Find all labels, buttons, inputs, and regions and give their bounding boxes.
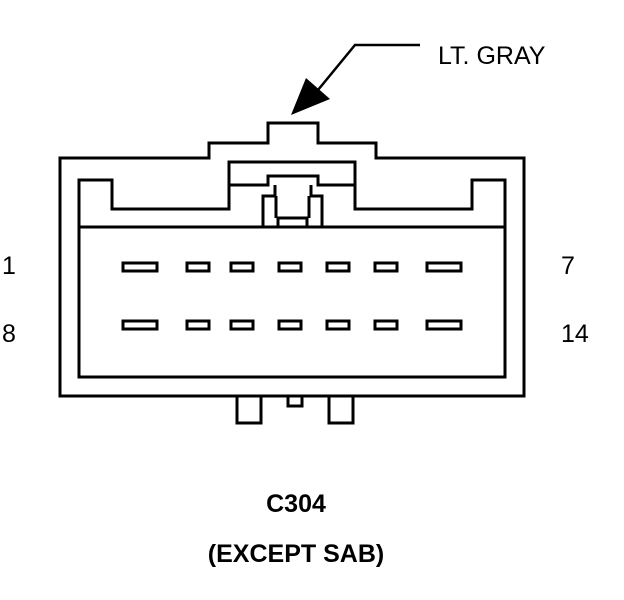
pin-slots bbox=[121, 261, 463, 331]
pin-slot-4 bbox=[277, 261, 303, 273]
bottom-tab-left bbox=[235, 394, 263, 425]
variant-note: (EXCEPT SAB) bbox=[208, 540, 384, 568]
pin-slot-13 bbox=[373, 319, 399, 331]
pin-label-8: 8 bbox=[2, 320, 16, 348]
pin-slot-12 bbox=[325, 319, 351, 331]
housing-inner bbox=[77, 160, 507, 227]
leader-line bbox=[317, 43, 420, 91]
connector-housing bbox=[58, 121, 526, 398]
pin-slot-6 bbox=[373, 261, 399, 273]
latch-inner bbox=[261, 185, 324, 227]
pin-label-14: 14 bbox=[561, 320, 589, 348]
color-leader bbox=[291, 43, 420, 115]
housing-outer bbox=[58, 121, 526, 398]
pin-label-7: 7 bbox=[561, 252, 575, 280]
pin-slot-1 bbox=[121, 261, 159, 273]
pin-slot-5 bbox=[325, 261, 351, 273]
bottom-tabs bbox=[235, 394, 355, 425]
bottom-tab-right bbox=[327, 394, 355, 425]
pin-slot-8 bbox=[121, 319, 159, 331]
pin-slot-10 bbox=[229, 319, 255, 331]
pin-slot-9 bbox=[185, 319, 211, 331]
connector-id: C304 bbox=[266, 490, 326, 518]
pin-slot-3 bbox=[229, 261, 255, 273]
pin-slot-14 bbox=[425, 319, 463, 331]
pin-slot-11 bbox=[277, 319, 303, 331]
pin-slot-7 bbox=[425, 261, 463, 273]
pin-slot-2 bbox=[185, 261, 211, 273]
pin-label-1: 1 bbox=[2, 252, 16, 280]
latch-key bbox=[274, 196, 311, 227]
latch-outer bbox=[229, 174, 355, 187]
color-label: LT. GRAY bbox=[438, 42, 546, 70]
leader-arrowhead bbox=[291, 78, 330, 115]
bottom-tab-center bbox=[286, 394, 304, 408]
pin-cavity bbox=[77, 225, 507, 379]
